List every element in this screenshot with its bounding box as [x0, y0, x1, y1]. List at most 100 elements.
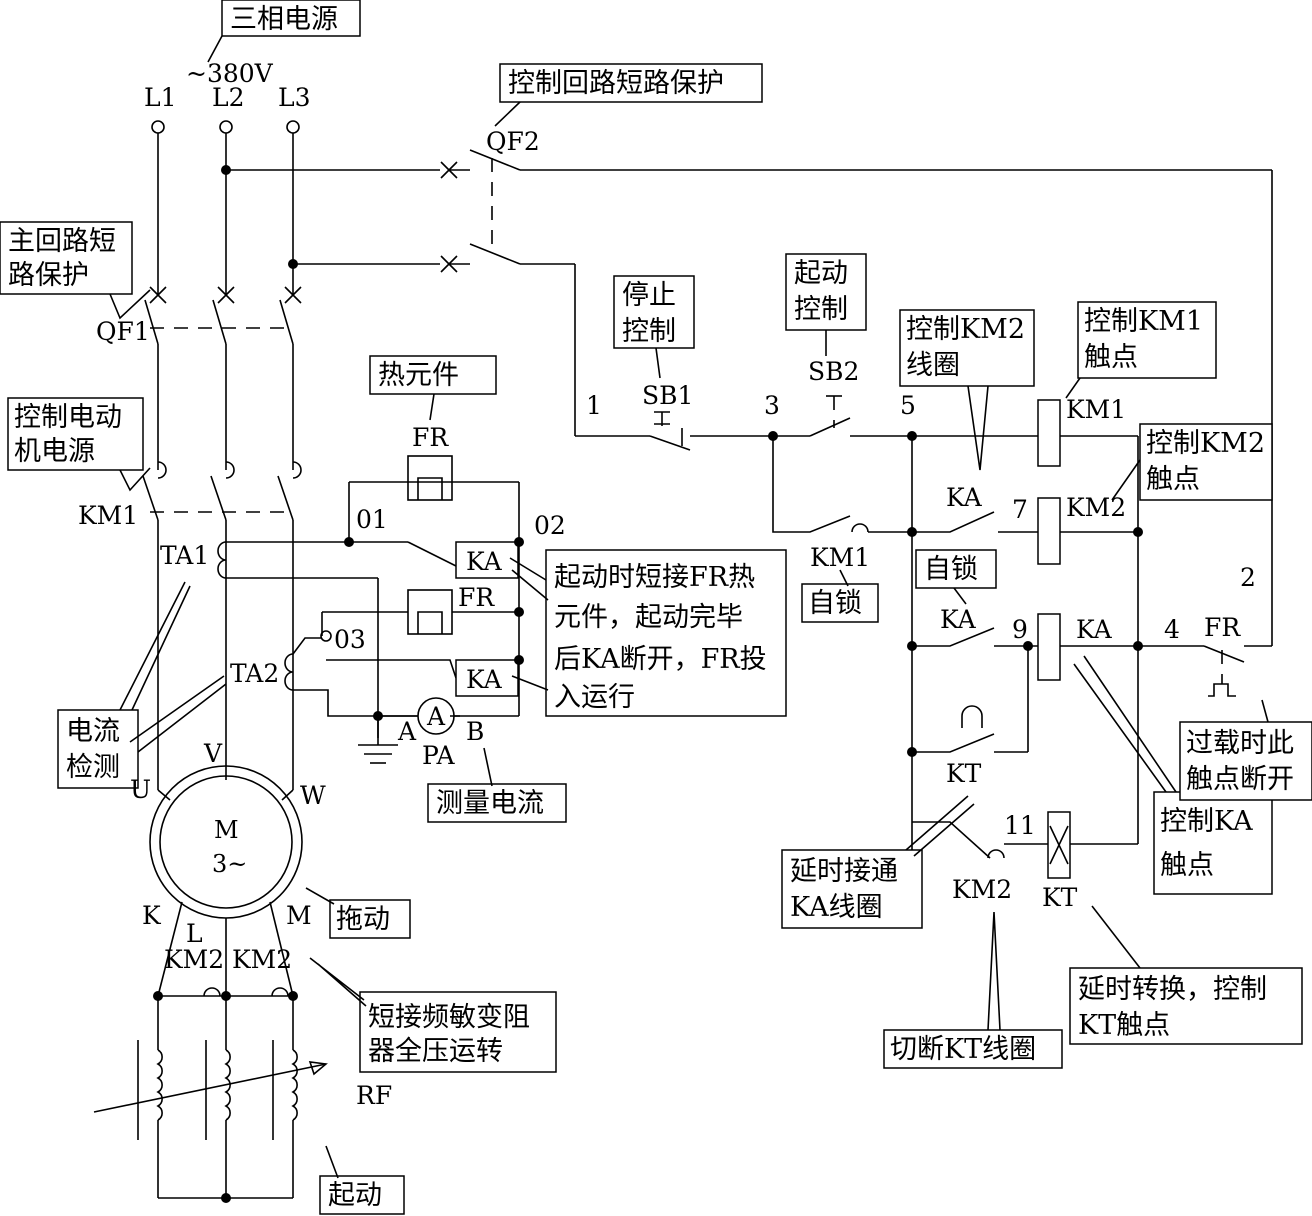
current-detect-line2: 检测: [66, 752, 120, 783]
pa-label: PA: [422, 741, 456, 770]
start-box: [785, 253, 867, 331]
node-3: 3: [764, 391, 780, 420]
fr-nc-label: FR: [1204, 613, 1241, 642]
ka-short-top: KA: [466, 547, 503, 576]
km1-selflock-box: [801, 583, 879, 623]
measure-callout: 测量电流: [436, 788, 544, 819]
node-03: 03: [334, 625, 366, 654]
rf-label: RF: [356, 1081, 392, 1110]
terminal-l1: [151, 120, 165, 134]
km2-coil-box: [899, 309, 1035, 387]
motor-power-line1: 控制电动: [14, 402, 122, 433]
km1-selflock-label: KM1: [810, 543, 870, 572]
measure-box: [427, 783, 567, 823]
km1-selflock-callout: 自锁: [808, 588, 862, 619]
km2-contact-line1: 控制KM2: [1146, 428, 1265, 459]
node-4: 4: [1164, 615, 1180, 644]
short-fr-line3: 后KA断开，FR投: [554, 644, 767, 675]
short-fr-line2: 元件，起动完毕: [554, 602, 743, 633]
delay-kt-line2: KT触点: [1078, 1010, 1170, 1041]
stop-line1: 停止: [622, 280, 676, 311]
node-11: 11: [1004, 811, 1036, 840]
ka-selflock-label: KA: [940, 605, 977, 634]
ammeter-symbol: A: [426, 702, 446, 731]
main-circuit: QF1 KM1: [78, 133, 440, 790]
start-line2: 控制: [794, 294, 848, 325]
sb1-label: SB1: [642, 381, 693, 410]
supply-title-box: [221, 0, 361, 37]
terminal-k: K: [142, 901, 162, 930]
start-line1: 起动: [794, 258, 848, 289]
cut-kt-callout: 切断KT线圈: [890, 1034, 1036, 1065]
current-detect-box: [57, 709, 139, 789]
node-2: 2: [1240, 563, 1256, 592]
main-short-line1: 主回路短: [8, 226, 116, 257]
motor-power-line2: 机电源: [14, 436, 95, 467]
phase-label-l1: L1: [144, 83, 177, 112]
overload-line2: 触点断开: [1186, 764, 1294, 795]
terminal-u: U: [130, 775, 151, 804]
ta2-label: TA2: [230, 659, 279, 688]
fr-ka-block: [321, 455, 524, 717]
control-circuit: [575, 170, 1273, 879]
cut-kt-box: [883, 1029, 1063, 1069]
km2-coil-line1: 控制KM2: [906, 314, 1025, 345]
sb2-label: SB2: [808, 357, 859, 386]
terminal-v: V: [203, 739, 223, 768]
km2-rotor-label-1: KM2: [164, 945, 224, 974]
ka-contact-label: KA: [946, 483, 983, 512]
short-fr-line4: 入运行: [554, 682, 635, 713]
main-short-box: [0, 221, 133, 295]
node-01: 01: [356, 505, 388, 534]
terminal-l2: [219, 120, 233, 134]
phase-label-l3: L3: [278, 83, 311, 112]
stop-box: [613, 275, 695, 349]
control-short-callout: 控制回路短路保护: [508, 68, 724, 99]
supply-voltage: ~380V: [186, 59, 274, 88]
control-short-box: [499, 63, 763, 103]
ka-contact-line2: 触点: [1160, 850, 1214, 881]
delay-ka-box: [781, 849, 923, 929]
kt-coil-label: KT: [1042, 883, 1078, 912]
km1-main-label: KM1: [78, 501, 138, 530]
km2-contact-box: [1139, 423, 1273, 501]
ka-coil-label: KA: [1076, 615, 1113, 644]
motor-power-box: [7, 397, 144, 471]
ka-contact-line1: 控制KA: [1160, 806, 1253, 837]
terminal-w: W: [300, 781, 326, 810]
short-fr-line1: 起动时短接FR热: [554, 562, 755, 593]
node-9: 9: [1012, 615, 1028, 644]
main-short-line2: 路保护: [8, 260, 89, 291]
ka-contact-box: [1153, 791, 1273, 895]
ta1: [217, 541, 227, 579]
thermal-box: [369, 355, 497, 395]
ta1-label: TA1: [160, 541, 209, 570]
stop-line2: 控制: [622, 316, 676, 347]
km2-rotor-label-2: KM2: [232, 945, 292, 974]
km2-contact-line2: 触点: [1146, 464, 1200, 495]
kt-contact-label: KT: [946, 759, 982, 788]
terminal-b: B: [466, 717, 484, 746]
terminal-a: A: [397, 717, 417, 746]
ta2: [284, 653, 294, 691]
motor-symbol: M: [214, 816, 239, 844]
overload-box: [1179, 721, 1312, 801]
node-1: 1: [586, 391, 602, 420]
delay-ka-line1: 延时接通: [790, 856, 898, 887]
drag-box: [329, 899, 411, 939]
ka-short-bottom: KA: [466, 665, 503, 694]
km1-contact-line2: 触点: [1084, 342, 1138, 373]
qf1-label: QF1: [96, 317, 150, 346]
ammeter: [358, 697, 460, 764]
thermal-callout: 热元件: [378, 360, 459, 391]
node-5: 5: [900, 391, 916, 420]
supply-section: 三相电源 ~380V L1 L2 L3: [144, 0, 361, 134]
terminal-m: M: [286, 901, 312, 930]
short-rf-box: [359, 991, 557, 1073]
motor: [149, 765, 303, 997]
drag-callout: 拖动: [336, 904, 390, 935]
qf2-label: QF2: [486, 127, 540, 156]
ka-selflock-box: [915, 549, 997, 589]
supply-title: 三相电源: [230, 4, 338, 35]
